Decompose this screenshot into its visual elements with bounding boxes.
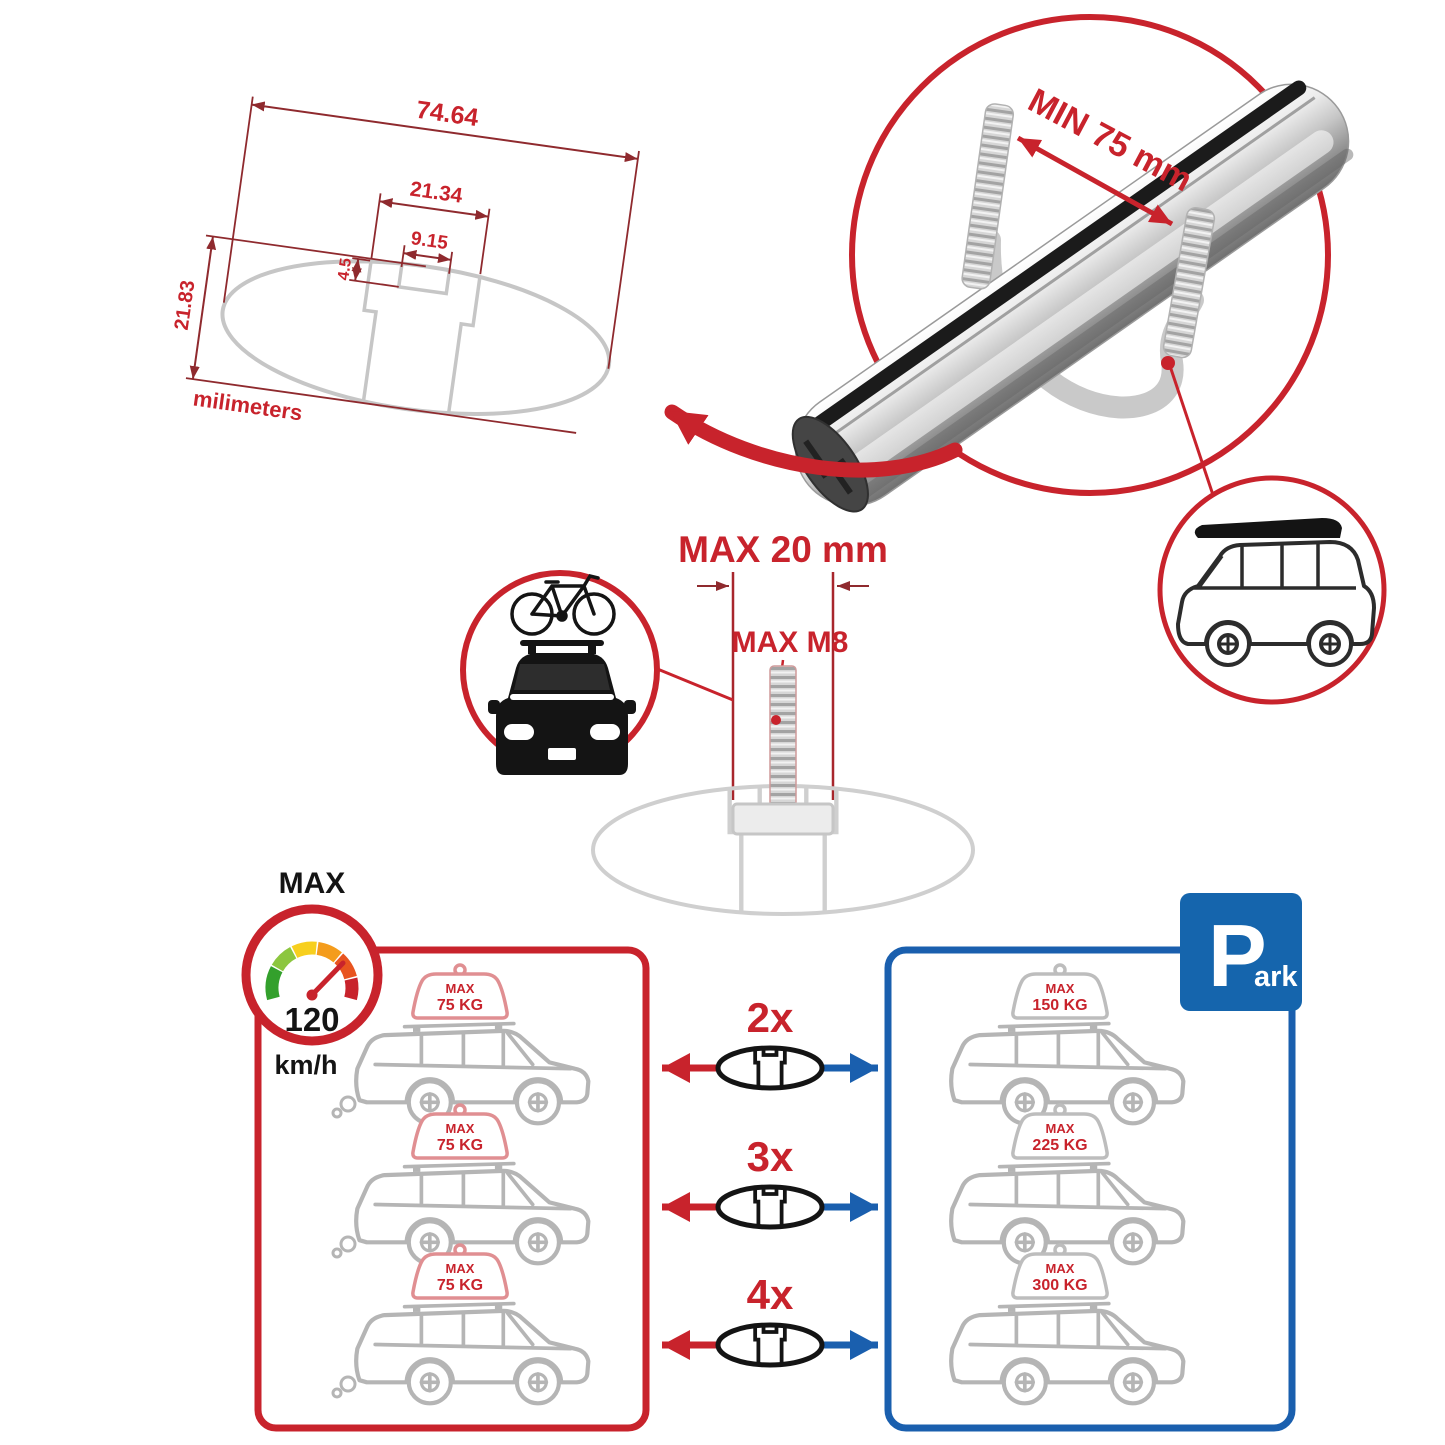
bike-icon — [510, 573, 616, 636]
car-right-2 — [951, 1164, 1183, 1264]
dim-slot-width: 9.15 — [410, 228, 450, 254]
load-panel-red-border — [254, 946, 650, 1432]
dim-lip-depth: 4.5 — [335, 257, 355, 281]
qty-label-3: 4x — [747, 1271, 794, 1318]
bolt-spec-diagram: MAX 20 mm MAX M8 — [591, 529, 975, 916]
bar-mini-icon-1 — [715, 1045, 825, 1091]
gauge-circle — [241, 904, 383, 1046]
speed-max-label: MAX — [279, 867, 346, 900]
car-left-2 — [356, 1164, 588, 1264]
gauge-pivot — [306, 989, 318, 1001]
clamp-point-dot — [1161, 356, 1175, 370]
min-gap-label: MIN 75 mm — [1022, 81, 1198, 199]
dim-channel-width: 21.34 — [409, 178, 465, 208]
gauge-needle — [309, 960, 346, 998]
crossbar-detail-circle: MIN 75 mm — [791, 14, 1354, 513]
load-panel-blue-cars: MAX 150 KG MAX 225 KG MAX 300 KG — [951, 963, 1183, 1404]
roof-box — [1194, 518, 1342, 538]
cargo-kg-label: 150 KG — [1032, 997, 1087, 1014]
bar-mini-icon-2 — [715, 1184, 825, 1230]
detail-circle-outline — [849, 14, 1331, 496]
cargo-max-label: MAX — [446, 1121, 475, 1136]
park-sign: P ark — [1180, 893, 1302, 1011]
suv-roofbox-circle — [1157, 475, 1387, 705]
crossbar-3d — [791, 80, 1354, 513]
car-left-3 — [356, 1304, 588, 1404]
park-sign-letter: P — [1208, 906, 1267, 1005]
gauge-arc — [265, 941, 359, 1001]
bar-mini-icon-3 — [715, 1322, 825, 1368]
ubolt-right-post — [1162, 207, 1216, 359]
bolt-max-thread-label: MAX M8 — [732, 626, 849, 659]
car-right-3 — [951, 1304, 1183, 1404]
cargo-kg-label: 75 KG — [437, 997, 483, 1014]
thread-point-dot — [771, 715, 781, 725]
cargo-max-label: MAX — [446, 981, 475, 996]
cargo-kg-label: 75 KG — [437, 1137, 483, 1154]
bolt-shaft — [769, 665, 797, 813]
load-panel-blue-border — [884, 946, 1296, 1432]
cargo-max-label: MAX — [1046, 1121, 1075, 1136]
qty-label-2: 3x — [747, 1133, 794, 1180]
qty-label-1: 2x — [747, 994, 794, 1041]
cargo-max-label: MAX — [1046, 981, 1075, 996]
pointer-arrow — [664, 404, 963, 478]
cargo-kg-label: 300 KG — [1032, 1277, 1087, 1294]
bolt-head — [731, 802, 835, 836]
circle-connector-line — [654, 666, 734, 702]
cargo-max-label: MAX — [1046, 1261, 1075, 1276]
dim-outer-width: 74.64 — [414, 96, 480, 132]
bolt-max-width-label: MAX 20 mm — [678, 529, 888, 570]
suv-illustration — [1176, 540, 1376, 667]
dim-height: 21.83 — [171, 279, 200, 332]
car-front-icon — [488, 640, 636, 775]
cargo-max-label: MAX — [446, 1261, 475, 1276]
min-gap-arrow — [1016, 135, 1174, 227]
speed-units: km/h — [274, 1050, 337, 1080]
load-panel-red-cars: MAX 75 KG MAX 75 KG MAX 75 KG — [331, 963, 588, 1404]
speed-limit-gauge: MAX 120 km/h — [241, 867, 383, 1080]
ubolt-left-post — [961, 103, 1015, 290]
park-sign-suffix: ark — [1254, 961, 1298, 993]
cross-section-diagram: 74.64 21.34 9.15 4.5 21.83 milimeters — [171, 96, 640, 434]
car-right-1 — [951, 1024, 1183, 1124]
multiplier-rows: 2x 3x 4x — [662, 994, 878, 1368]
car-bike-circle — [460, 570, 734, 775]
cargo-kg-label: 225 KG — [1032, 1137, 1087, 1154]
speed-value: 120 — [284, 1001, 339, 1038]
clamp-leader-line — [1168, 365, 1215, 496]
car-left-1 — [356, 1024, 588, 1124]
cargo-kg-label: 75 KG — [437, 1277, 483, 1294]
park-sign-plate — [1180, 893, 1302, 1011]
